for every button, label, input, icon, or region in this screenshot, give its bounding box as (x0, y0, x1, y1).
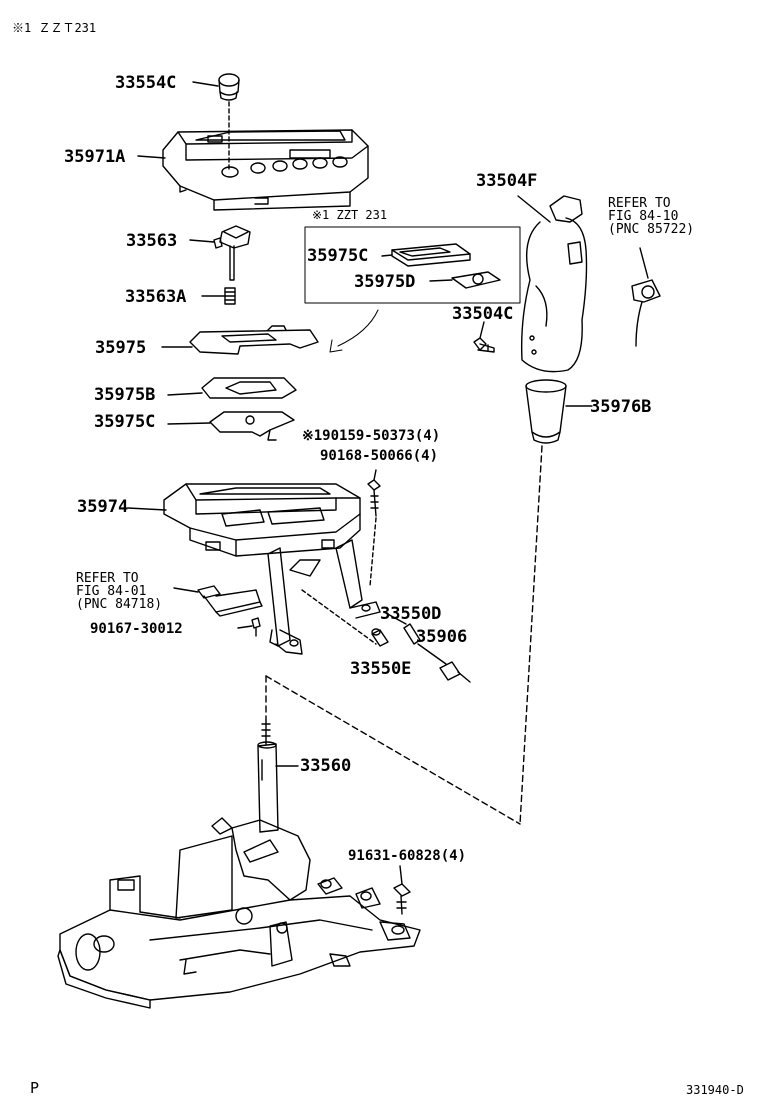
zzt231-box-note: ※1 ZZT 231 (312, 208, 388, 222)
part-35906-drawing (417, 643, 471, 683)
part-label-35975B[interactable]: 35975B (94, 385, 156, 405)
part-label-33504C[interactable]: 33504C (452, 304, 514, 324)
footer-code: 331940-D (686, 1083, 744, 1097)
ref-right-connector-drawing (631, 247, 661, 347)
part-label-33554C[interactable]: 33554C (115, 73, 177, 93)
part-label-35971A[interactable]: 35971A (64, 147, 126, 167)
part-label-35975C-lower[interactable]: 35975C (94, 412, 156, 432)
ref-left-line2: FIG 84-01 (76, 584, 147, 599)
ref-left-line1: REFER TO (76, 571, 139, 586)
part-33550E-drawing (371, 628, 389, 647)
screw-90167-drawing (237, 617, 261, 637)
part-label-35976B[interactable]: 35976B (590, 397, 652, 417)
part-35974-drawing (127, 483, 381, 655)
ref-right-line3: (PNC 85722) (608, 222, 695, 237)
part-33563-drawing (189, 225, 251, 281)
part-label-33550E[interactable]: 33550E (350, 659, 412, 679)
ref-note-right[interactable]: REFER TO FIG 84-10 (PNC 85722) (608, 197, 694, 236)
footer-page-letter: P (30, 1079, 40, 1097)
bolt-91631-drawing (393, 865, 411, 915)
part-label-33560[interactable]: 33560 (300, 756, 352, 776)
part-label-90159[interactable]: ※190159-50373(4) (302, 428, 441, 444)
part-label-33504F[interactable]: 33504F (476, 171, 538, 191)
part-35971A-drawing (137, 129, 369, 211)
header-note: ※1 ＺＺＴ231 (12, 21, 97, 35)
part-35975-drawing (161, 325, 319, 355)
part-35975C-lower-drawing (167, 411, 295, 441)
part-label-90168[interactable]: 90168-50066(4) (320, 448, 439, 464)
part-label-91631[interactable]: 91631-60828(4) (348, 848, 467, 864)
ref-note-left[interactable]: REFER TO FIG 84-01 (PNC 84718) (76, 572, 162, 611)
ref-left-line3: (PNC 84718) (76, 597, 163, 612)
part-label-35974[interactable]: 35974 (77, 497, 129, 517)
part-33560-drawing (57, 719, 421, 1009)
part-label-35975C-box[interactable]: 35975C (307, 246, 369, 266)
part-label-33550D[interactable]: 33550D (380, 604, 442, 624)
part-33504F-drawing (517, 195, 588, 373)
ref-right-line1: REFER TO (608, 196, 671, 211)
part-33554C-drawing (192, 73, 240, 173)
part-33550D-drawing (383, 611, 421, 645)
part-label-35975[interactable]: 35975 (95, 338, 147, 358)
part-label-35906[interactable]: 35906 (416, 627, 468, 647)
bolt-90159-drawing (367, 469, 381, 587)
ref-left-connector-drawing (173, 585, 263, 617)
ref-right-line2: FIG 84-10 (608, 209, 679, 224)
part-35976B-drawing (519, 379, 593, 825)
part-33504C-drawing (473, 321, 495, 353)
part-35975B-drawing (167, 377, 297, 399)
part-label-33563A[interactable]: 33563A (125, 287, 187, 307)
part-label-90167[interactable]: 90167-30012 (90, 621, 183, 637)
part-label-35975D[interactable]: 35975D (354, 272, 416, 292)
zzt231-callout-box (304, 226, 521, 353)
part-33563A-drawing (201, 287, 236, 305)
part-label-33563[interactable]: 33563 (126, 231, 178, 251)
